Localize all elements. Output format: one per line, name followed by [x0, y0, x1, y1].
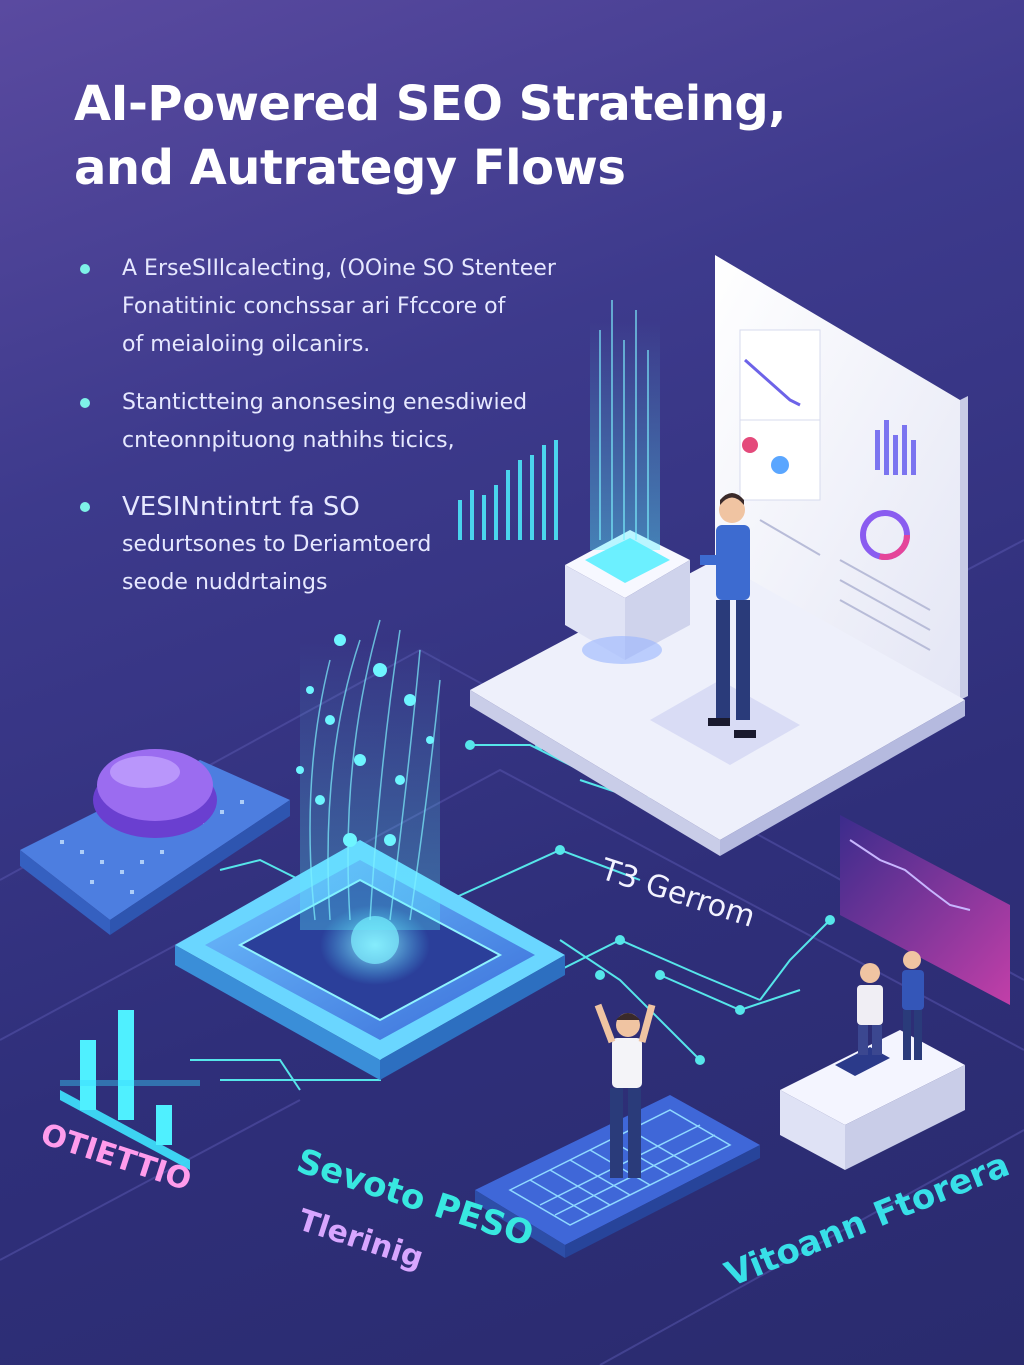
analytics-desk	[780, 815, 1010, 1170]
bullet-item: Stantictteing anonsesing enesdiwied cnte…	[80, 384, 600, 460]
bullet-line: of meialoiing oilcanirs.	[122, 332, 371, 357]
bullet-line: A ErseSIIlcalecting, (OOine SO Stenteer	[122, 256, 556, 281]
bullet-dot-icon	[80, 398, 90, 408]
cheering-figure	[594, 1003, 656, 1178]
title-line-2: and Autrategy Flows	[74, 140, 626, 196]
central-ai-chip	[175, 840, 565, 1080]
holographic-bar-graph	[458, 440, 558, 540]
ai-dome-card	[20, 749, 290, 935]
title-line-1: AI-Powered SEO Strateing,	[74, 76, 786, 132]
page-title: AI-Powered SEO Strateing, and Autrategy …	[74, 72, 974, 200]
bullet-dot-icon	[80, 502, 90, 512]
bullet-line: Stantictteing anonsesing enesdiwied	[122, 390, 528, 415]
bullet-line: seode nuddrtaings	[122, 570, 328, 595]
bullet-line: cnteonnpituong nathihs ticics,	[122, 428, 455, 453]
bullet-item: A ErseSIIlcalecting, (OOine SO Stenteer …	[80, 250, 600, 364]
bullet-item: VESINntintrt fa SO sedurtsones to Deriam…	[80, 488, 600, 602]
bullet-line: VESINntintrt fa SO	[122, 492, 360, 522]
presenter-figure	[700, 493, 756, 738]
bullet-line: sedurtsones to Deriamtoerd	[122, 532, 432, 557]
data-particle-beam	[296, 619, 441, 930]
dashboard-panel	[715, 255, 968, 700]
bullet-dot-icon	[80, 264, 90, 274]
bullet-line: Fonatitinic conchssar ari Ffccore of	[122, 294, 506, 319]
desk-figures	[857, 951, 924, 1060]
glowing-bar-chart	[60, 1010, 200, 1170]
